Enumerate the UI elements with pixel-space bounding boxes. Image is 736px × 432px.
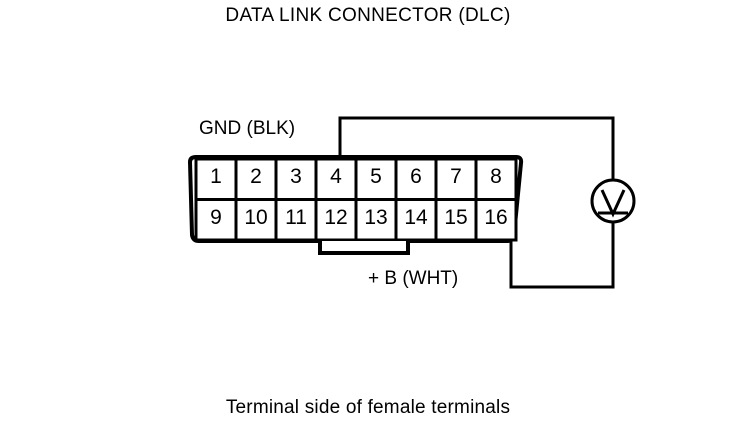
battery-positive-wire-label: + B (WHT) xyxy=(368,268,459,289)
pin-label-16: 16 xyxy=(484,206,508,229)
pin-label-1: 1 xyxy=(210,165,222,188)
pin-label-12: 12 xyxy=(324,206,348,229)
keying-notch xyxy=(318,241,410,255)
pin-label-13: 13 xyxy=(364,206,388,229)
battery-positive-wire-path xyxy=(509,222,615,289)
pin-label-7: 7 xyxy=(450,165,462,188)
ground-wire-label: GND (BLK) xyxy=(199,118,296,139)
pin-label-2: 2 xyxy=(250,165,262,188)
pin-label-11: 11 xyxy=(285,206,307,229)
diagram-caption: Terminal side of female terminals xyxy=(225,397,511,418)
pin-label-4: 4 xyxy=(330,165,342,188)
pin-label-10: 10 xyxy=(244,206,268,229)
pin-label-14: 14 xyxy=(404,206,428,229)
diagram-title: DATA LINK CONNECTOR (DLC) xyxy=(225,5,511,26)
pin-label-9: 9 xyxy=(210,206,222,229)
pin-label-5: 5 xyxy=(370,165,382,188)
pin-grid xyxy=(194,157,518,242)
pin-label-3: 3 xyxy=(290,165,302,188)
pin-label-8: 8 xyxy=(490,165,502,188)
pin-label-15: 15 xyxy=(444,206,468,229)
ground-wire-path xyxy=(338,116,615,180)
pin-label-6: 6 xyxy=(410,165,422,188)
voltmeter-symbol xyxy=(590,178,636,224)
